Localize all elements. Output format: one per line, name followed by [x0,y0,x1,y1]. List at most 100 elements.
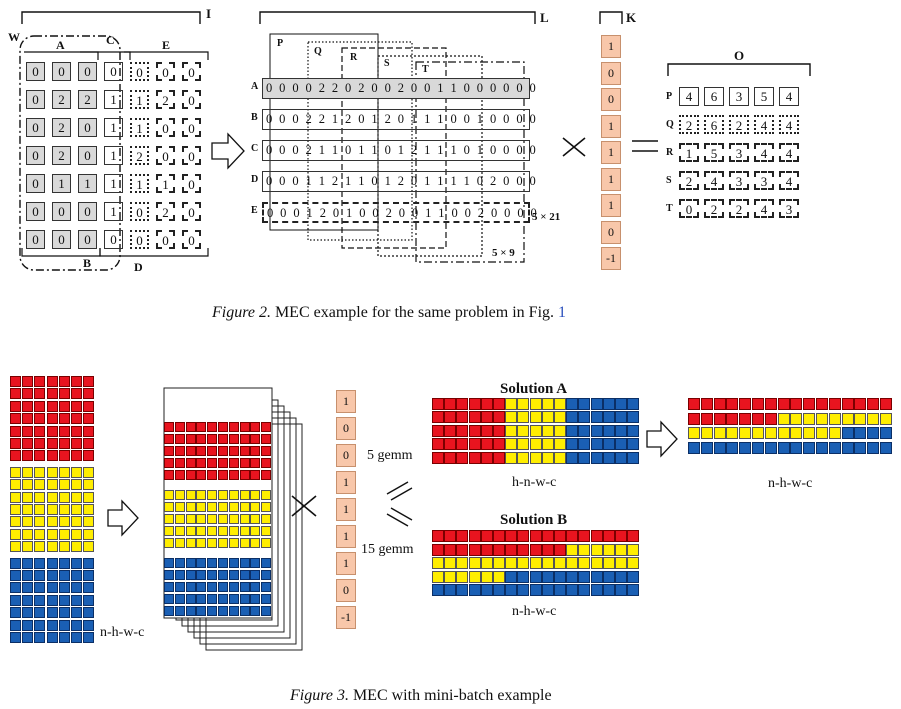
input-cell: 2 [52,118,71,137]
input-cell: 0 [52,62,71,81]
lowered-square [218,526,228,536]
label-T: T [422,64,429,75]
solution-b-square [529,584,542,597]
solution-a-title: Solution A [500,381,568,397]
input-cell: 0 [182,90,201,109]
output-row-label: R [666,147,674,158]
output-cell: 1 [679,143,699,162]
lowered-square [164,526,174,536]
output-row-label: Q [666,119,674,130]
output-row-label: P [666,91,673,102]
solution-b-square [444,584,457,597]
solution-a-square [456,451,469,464]
solution-a-square [505,411,518,424]
input-square [58,479,70,491]
solution-a-square [615,398,627,410]
input-cell: 2 [156,202,175,221]
solution-a-square [602,398,615,410]
input-square [83,594,95,606]
lowered-square [164,582,174,592]
input-square [10,466,21,478]
input-square [58,388,70,400]
solution-a-result-square [880,427,892,439]
solution-b-square [602,557,615,570]
input-cell: 1 [104,146,123,165]
lowered-square [250,490,261,500]
solution-a-square [541,451,554,464]
lowered-square [228,470,239,480]
input-square [34,376,46,387]
input-square [71,425,82,437]
lowered-square [239,458,250,468]
lowered-square [239,434,250,444]
input-square [34,594,46,606]
input-square [58,582,70,594]
solution-b-square [456,530,469,542]
lowered-square [174,570,185,580]
input-cell: 2 [130,146,149,165]
label-B: B [83,256,92,270]
lowered-square [261,526,272,536]
solution-a-square [615,451,627,464]
lowered-square [239,558,250,568]
lowered-square [261,594,272,604]
solution-a-result-square [777,398,790,410]
input-square [83,504,95,515]
solution-b-square [554,543,566,556]
output-cell: 3 [779,199,799,218]
output-cell: 4 [679,87,699,106]
input-square [10,388,21,400]
solution-b-square [456,557,469,570]
lowered-square [239,582,250,592]
solution-a-result-square [777,427,790,439]
lowered-square [196,446,207,456]
lowered-square [196,502,207,512]
solution-a-result-square [790,441,803,454]
input-square [46,541,58,553]
solution-b-square [432,584,444,597]
solution-b-square [480,584,493,597]
input-square [22,570,34,581]
input-square [34,450,46,462]
solution-a-result-square [803,412,816,425]
kernel-cell: 0 [601,61,621,85]
kernel-cell: -1 [336,606,356,629]
solution-b-square [602,570,615,583]
output-cell: 4 [754,143,774,162]
solution-a-square [590,424,603,437]
input-square [34,528,46,540]
input-square [58,491,70,503]
lowered-square [239,422,250,432]
solution-b-square [493,557,505,570]
input-cell: 0 [182,230,201,249]
solution-a-square [505,438,518,451]
solution-a-square [615,424,627,437]
input-cell: 0 [78,230,97,249]
solution-b-square [444,543,457,556]
input-cell: 1 [130,90,149,109]
input-square [10,450,21,462]
input-cell: 0 [130,202,149,221]
input-square [10,479,21,491]
solution-b-square [517,557,530,570]
lowered-square [239,490,250,500]
input-square [34,582,46,594]
input-square [71,450,82,462]
solution-a-result-square [828,398,841,410]
solution-a-square [590,438,603,451]
solution-a-square [615,411,627,424]
label-D: D [134,260,143,274]
solution-b-square [554,570,566,583]
lowered-square [250,570,261,580]
solution-a-result-square [841,412,854,425]
output-cell: 4 [779,87,799,106]
solution-a-square [541,398,554,410]
lowered-row-label: B [251,112,258,123]
solution-a-square [493,451,505,464]
lowered-square [174,446,185,456]
solution-a-square [432,398,444,410]
output-cell: 4 [754,115,774,134]
lowered-square [207,526,218,536]
solution-a-result-square [816,427,828,439]
lowered-square [207,422,218,432]
